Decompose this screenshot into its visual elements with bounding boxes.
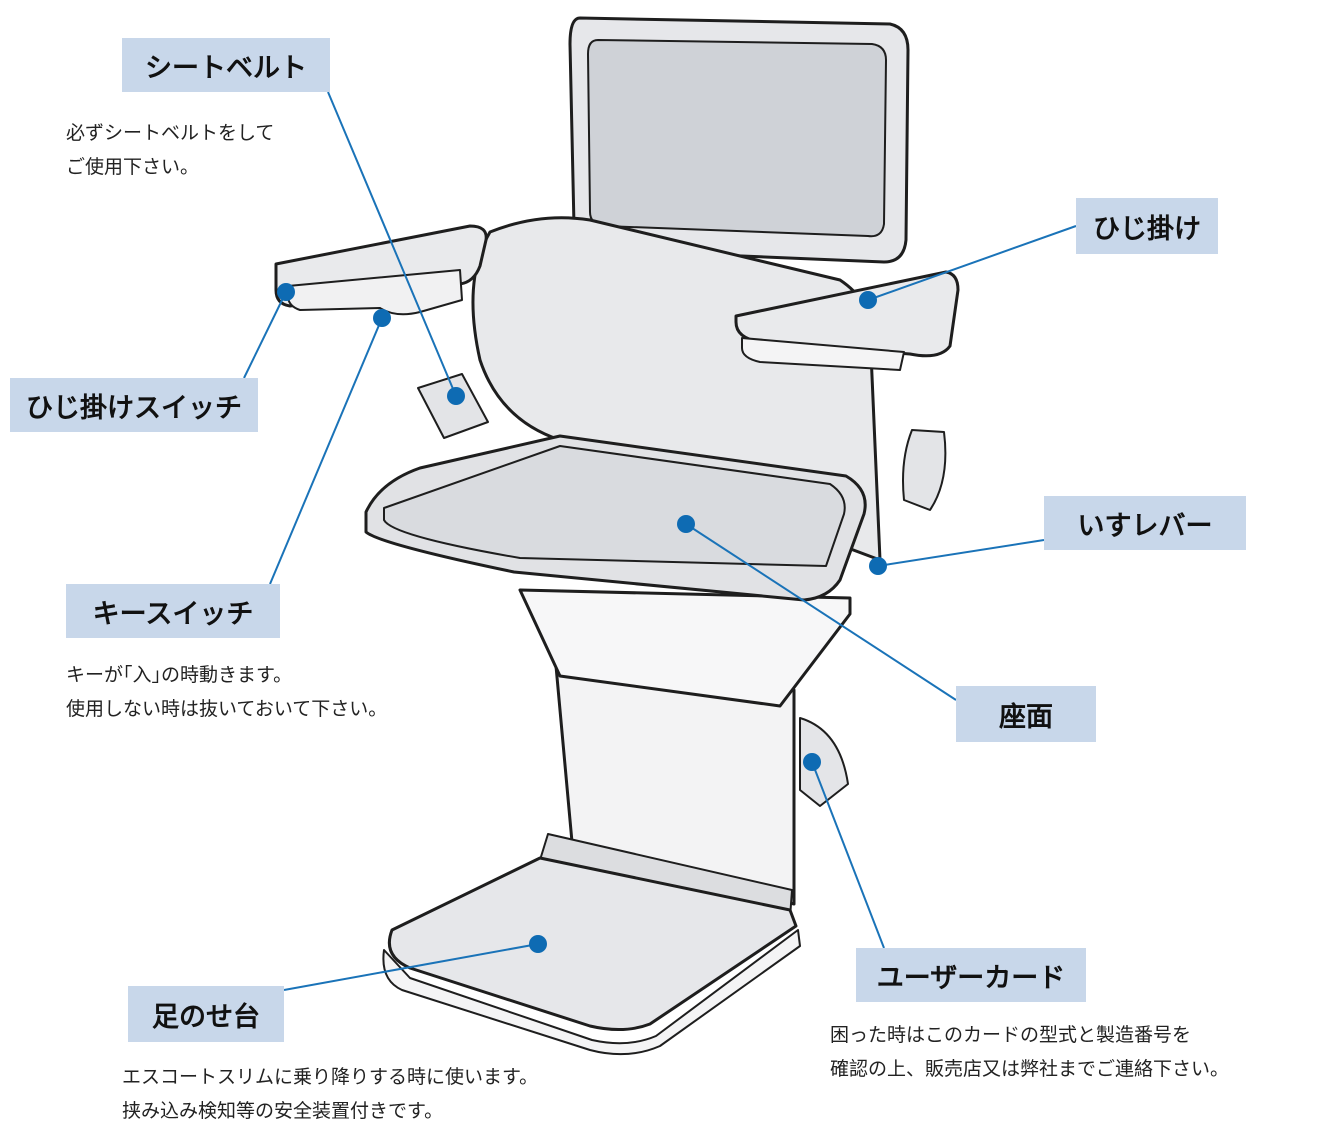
desc-key-switch-line-2: 使用しない時は抜いておいて下さい。 [66, 698, 388, 720]
leader-user-card [811, 761, 885, 949]
seatbelt-buckle-right [902, 429, 947, 511]
leader-lines [243, 91, 1077, 991]
leader-armrest [867, 225, 1077, 301]
desc-footrest: エスコートスリムに乗り降りする時に使います。 挟み込み検知等の安全装置付きです。 [122, 1060, 538, 1128]
user-card-housing [799, 717, 849, 807]
leader-seat [685, 523, 957, 701]
marker-armrest-switch [277, 283, 295, 301]
label-seat: 座面 [956, 686, 1096, 742]
leader-armrest-switch [243, 291, 287, 379]
desc-seatbelt-line-2: ご使用下さい。 [66, 156, 200, 178]
stairlift-chair-illustration [274, 16, 960, 1056]
marker-footrest [529, 935, 547, 953]
leader-seat-lever [877, 539, 1045, 567]
markers [277, 283, 887, 953]
marker-armrest [859, 291, 877, 309]
left-armrest-base [287, 269, 463, 316]
marker-seat-lever [869, 557, 887, 575]
label-armrest: ひじ掛け [1076, 198, 1218, 254]
leader-seatbelt [327, 91, 457, 397]
right-armrest [734, 270, 960, 358]
leader-key-switch [269, 317, 383, 585]
marker-seatbelt [447, 387, 465, 405]
marker-user-card [803, 753, 821, 771]
desc-user-card: 困った時はこのカードの型式と製造番号を 確認の上、販売店又は弊社までご連絡下さい… [830, 1018, 1229, 1086]
desc-seatbelt-line-1: 必ずシートベルトをして [66, 122, 275, 144]
desc-key-switch-line-1: キーが｢入｣の時動きます。 [66, 664, 293, 686]
desc-footrest-line-1: エスコートスリムに乗り降りする時に使います。 [122, 1066, 539, 1088]
label-armrest-switch: ひじ掛けスイッチ [10, 378, 258, 432]
label-seat-lever: いすレバー [1044, 496, 1246, 550]
leader-footrest [283, 943, 539, 991]
marker-key-switch [373, 309, 391, 327]
label-footrest: 足のせ台 [128, 986, 284, 1042]
footrest-plate [387, 856, 798, 1031]
label-user-card: ユーザーカード [856, 948, 1086, 1002]
backrest-panel [587, 39, 887, 238]
footrest-base [382, 929, 801, 1056]
desc-user-card-line-2: 確認の上、販売店又は弊社までご連絡下さい。 [830, 1058, 1230, 1080]
desc-footrest-line-2: 挟み込み検知等の安全装置付きです。 [122, 1100, 444, 1122]
label-key-switch: キースイッチ [66, 584, 280, 638]
desc-user-card-line-1: 困った時はこのカードの型式と製造番号を [830, 1024, 1192, 1046]
label-seatbelt: シートベルト [122, 38, 330, 92]
seat-top [383, 445, 846, 567]
marker-seat [677, 515, 695, 533]
desc-seatbelt: 必ずシートベルトをして ご使用下さい。 [66, 116, 274, 184]
right-armrest-base [741, 337, 905, 371]
desc-key-switch: キーが｢入｣の時動きます。 使用しない時は抜いておいて下さい。 [66, 658, 387, 726]
seatbelt-buckle-left [417, 373, 489, 439]
